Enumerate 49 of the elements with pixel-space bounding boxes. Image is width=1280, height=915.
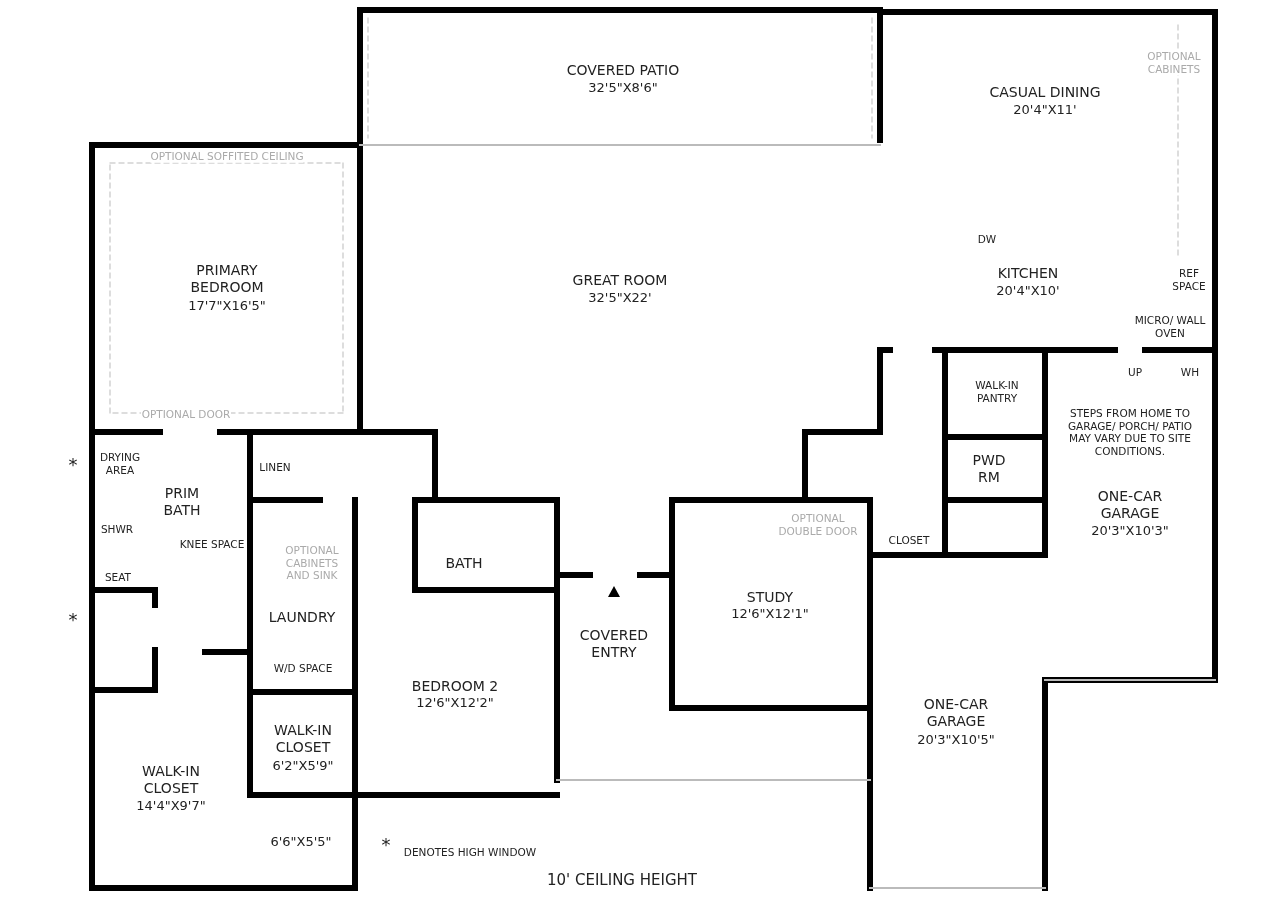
asterisk-mark: * xyxy=(381,834,391,856)
appliance-label: WH xyxy=(1180,365,1200,379)
room-name: PRIMARY BEDROOM xyxy=(189,262,265,296)
room-name: CASUAL DINING xyxy=(989,83,1101,101)
room-name: CLOSET xyxy=(888,533,930,547)
room-name: SEAT xyxy=(104,570,132,584)
room-name: COVERED PATIO xyxy=(566,61,680,79)
appliance-label: MICRO/ WALL OVEN xyxy=(1133,314,1207,340)
room-dimension: 17'7"X16'5" xyxy=(188,298,266,314)
room-name: WALK-IN PANTRY xyxy=(974,379,1020,405)
room-name: KITCHEN xyxy=(997,264,1059,282)
room-dimension: 6'2"X5'9" xyxy=(272,758,334,774)
legend-note: DENOTES HIGH WINDOW xyxy=(403,845,537,859)
room-name: WALK-IN CLOSET xyxy=(273,722,333,756)
room-name: COVERED ENTRY xyxy=(578,627,650,661)
room-name: BEDROOM 2 xyxy=(411,677,499,695)
caption: 10' CEILING HEIGHT xyxy=(547,871,697,889)
room-name: LINEN xyxy=(259,460,291,474)
room-name: ONE-CAR GARAGE xyxy=(922,696,990,730)
room-dimension: 32'5"X8'6" xyxy=(588,80,658,96)
room-name: STUDY xyxy=(746,588,794,606)
asterisk-mark: * xyxy=(68,609,78,631)
stair-label: UP xyxy=(1128,365,1142,379)
room-dimension: 14'4"X9'7" xyxy=(136,798,206,814)
room-name: PRIM BATH xyxy=(162,485,202,519)
room-dimension: 6'6"X5'5" xyxy=(270,834,332,850)
room-name: BATH xyxy=(445,554,483,572)
room-dimension: 20'4"X11' xyxy=(1013,102,1077,118)
note: KNEE SPACE xyxy=(179,537,245,551)
room-dimension: 32'5"X22' xyxy=(588,290,652,306)
appliance-label: W/D SPACE xyxy=(273,661,333,675)
room-dimension: 20'3"X10'5" xyxy=(917,732,995,748)
room-dimension: 12'6"X12'2" xyxy=(416,695,494,711)
note: OPTIONAL DOOR xyxy=(141,407,231,421)
note: OPTIONAL SOFFITED CEILING xyxy=(150,149,304,163)
room-dimension: 20'3"X10'3" xyxy=(1091,523,1169,539)
note: STEPS FROM HOME TO GARAGE/ PORCH/ PATIO MAY VARY DUE TO SITE CONDITIONS. xyxy=(1066,406,1194,458)
room-dimension: 12'6"X12'1" xyxy=(731,606,809,622)
room-name: PWD RM xyxy=(971,452,1007,486)
appliance-label: DW xyxy=(977,232,997,246)
asterisk-mark: * xyxy=(68,454,78,476)
appliance-label: REF SPACE xyxy=(1171,267,1207,293)
room-name: ONE-CAR GARAGE xyxy=(1096,488,1164,522)
room-name: WALK-IN CLOSET xyxy=(141,763,201,797)
room-name: SHWR xyxy=(100,522,134,536)
room-name: GREAT ROOM xyxy=(572,271,668,289)
room-name: DRYING AREA xyxy=(98,451,142,477)
room-dimension: 20'4"X10' xyxy=(996,283,1060,299)
room-name: LAUNDRY xyxy=(268,608,336,626)
